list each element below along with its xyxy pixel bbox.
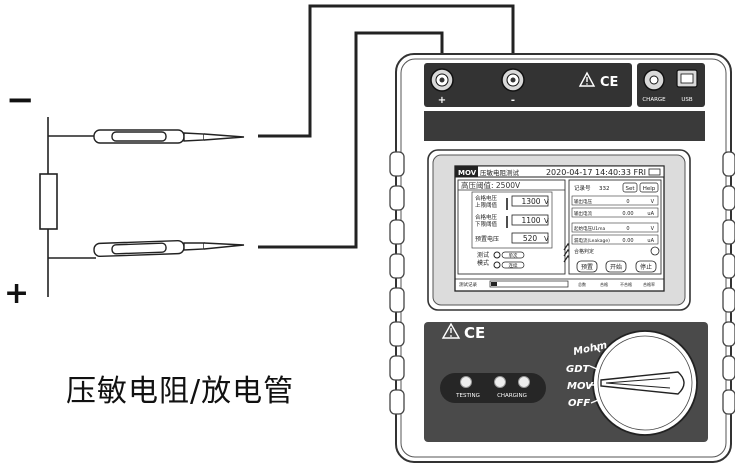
lower-threshold-unit: V: [544, 217, 549, 225]
testing-indicator-light: [460, 376, 472, 388]
rotary-selector-dial[interactable]: [592, 330, 698, 436]
lower-threshold-label-2: 下限阈值: [475, 220, 498, 228]
continuous-mode-label: 连续: [509, 262, 518, 269]
dial-label-off: OFF: [568, 398, 590, 409]
single-mode-label: 单次: [509, 252, 518, 259]
row-value: 0: [626, 199, 629, 205]
judge-label: 合格判定: [574, 248, 594, 255]
upper-threshold-label-2: 上限阈值: [475, 201, 498, 209]
lower-control-panel: [424, 322, 708, 442]
charging-indicator-light-2: [518, 376, 530, 388]
row-value: 0.00: [622, 238, 633, 244]
lower-threshold-value: 1100: [521, 216, 540, 225]
footer-stat: 不合格: [620, 281, 632, 287]
svg-labels: + - CE CHARGE USB MOV 压敏电阻测试 2020-04-17 …: [438, 75, 693, 409]
positive-terminal[interactable]: [430, 68, 454, 92]
set-button-label: Set: [625, 186, 635, 192]
lower-threshold-label-1: 合格电压: [475, 213, 498, 221]
screen-bezel: [427, 149, 691, 311]
warning-triangle-icon: [441, 322, 461, 339]
diagram-caption: 压敏电阻/放电管: [66, 374, 295, 409]
preset-voltage-value: 520: [523, 234, 538, 243]
help-button-label: Help: [643, 186, 656, 192]
preset-button-label: 预置: [581, 263, 593, 271]
set-button[interactable]: [622, 182, 638, 193]
stop-button[interactable]: [635, 260, 657, 273]
test-mode-label-2: 模式: [477, 259, 489, 267]
row-unit: V: [651, 226, 655, 232]
usb-label: USB: [681, 97, 693, 103]
continuous-mode-radio[interactable]: [493, 261, 525, 269]
positive-terminal-label: +: [438, 95, 446, 106]
row-unit: V: [651, 199, 655, 205]
upper-threshold-field[interactable]: [511, 195, 549, 207]
preset-voltage-label: 预置电压: [475, 235, 499, 243]
dut-circuit: [39, 117, 96, 297]
footer-left: 测试记录: [459, 281, 477, 288]
screen-datetime: 2020-04-17 14:40:33 FRI: [546, 168, 646, 177]
dial-label-mov: MOV: [567, 381, 594, 392]
probe-upper: [93, 129, 245, 144]
row-label: 漏电流(Leakage): [574, 237, 610, 244]
dial-ticks: [589, 346, 601, 404]
dial-label-gdt: GDT: [566, 364, 591, 375]
help-button[interactable]: [639, 182, 659, 193]
preset-button[interactable]: [576, 260, 598, 273]
test-mode-label-1: 测试: [477, 251, 489, 259]
start-button[interactable]: [605, 260, 627, 273]
record-label: 记录号: [574, 184, 591, 192]
stop-button-label: 停止: [640, 263, 652, 271]
ce-mark-top: CE: [600, 75, 618, 90]
footer-stat: 合格率: [643, 281, 655, 287]
row-value: 0.00: [622, 211, 633, 217]
charge-label: CHARGE: [642, 97, 666, 103]
screen-title: 压敏电阻测试: [480, 168, 520, 177]
test-wires: [258, 4, 515, 249]
threshold-header: 高压阈值: 2500V: [461, 180, 521, 190]
warning-triangle-icon: [578, 71, 596, 87]
charging-label: CHARGING: [497, 393, 527, 399]
start-button-label: 开始: [610, 263, 622, 271]
lower-threshold-field[interactable]: [511, 214, 549, 226]
polarity-minus-label: −: [6, 80, 35, 120]
charge-port[interactable]: [643, 69, 665, 91]
single-mode-radio[interactable]: [493, 251, 525, 259]
screen-mode: MOV: [458, 169, 477, 177]
upper-threshold-label-1: 合格电压: [475, 194, 498, 202]
upper-threshold-unit: V: [544, 198, 549, 206]
row-unit: uA: [647, 211, 654, 217]
polarity-plus-label: +: [4, 276, 30, 311]
progress-bar: [489, 280, 569, 288]
row-label: 起始电压U1ma: [574, 225, 606, 232]
footer-stat: 总数: [578, 281, 586, 287]
row-value: 0: [626, 226, 629, 232]
pass-indicator: [650, 246, 660, 256]
preset-voltage-field[interactable]: [511, 232, 549, 244]
top-dark-strip: [424, 111, 705, 141]
row-label: 输出电流: [574, 210, 592, 217]
upper-threshold-value: 1300: [521, 197, 540, 206]
row-unit: uA: [647, 238, 654, 244]
top-connector-panel: [424, 63, 705, 107]
footer-stat: 合格: [600, 281, 608, 287]
probe-lower: [93, 239, 245, 258]
preset-voltage-unit: V: [544, 235, 549, 243]
negative-terminal[interactable]: [501, 68, 525, 92]
charging-indicator-light-1: [494, 376, 506, 388]
ce-mark-lower: CE: [464, 324, 485, 342]
usb-port[interactable]: [676, 69, 698, 88]
negative-terminal-label: -: [511, 95, 515, 106]
record-number: 332: [599, 186, 610, 192]
row-label: 输出电压: [574, 198, 592, 205]
testing-label: TESTING: [455, 393, 480, 399]
battery-icon: [648, 168, 661, 176]
